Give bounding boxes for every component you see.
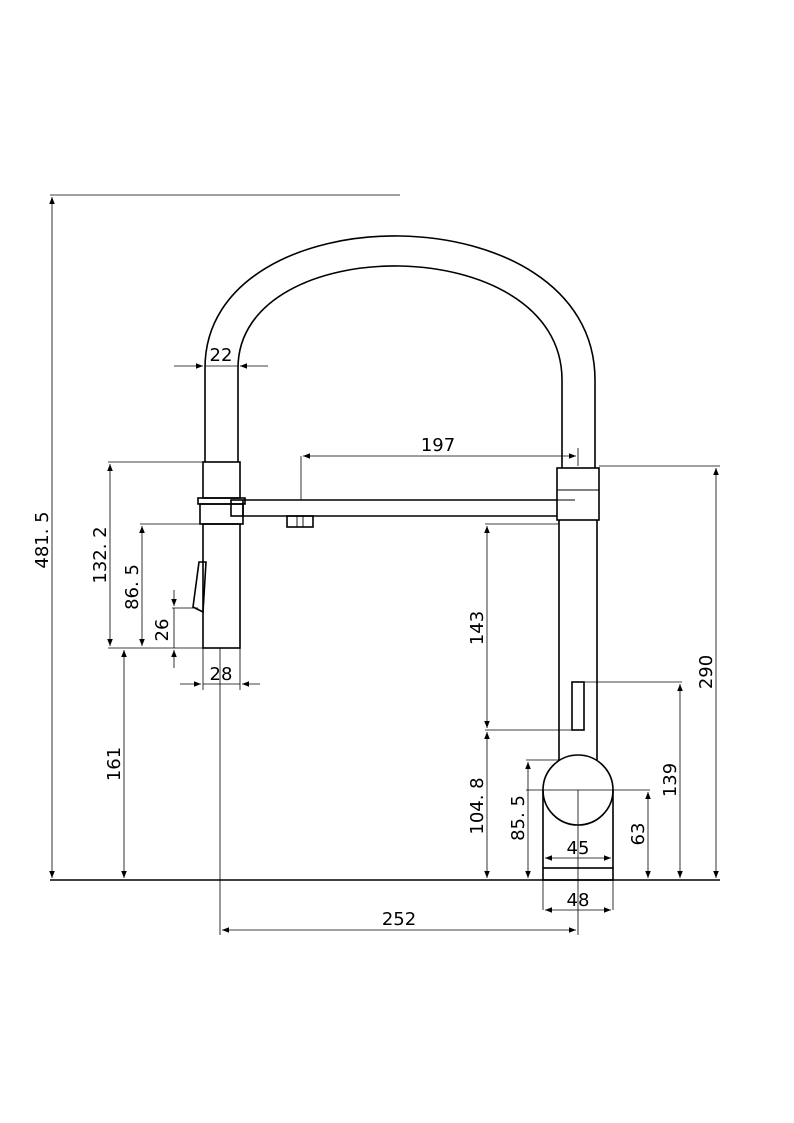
column-body [558, 520, 598, 760]
label-collar-height: 290 [696, 655, 717, 689]
spray-head-ring [197, 497, 246, 505]
label-total-height: 481. 5 [32, 511, 53, 568]
label-arm-reach: 197 [421, 435, 455, 456]
label-handle-center: 85. 5 [508, 795, 529, 841]
mixer-sides [542, 790, 614, 868]
spray-head-top [202, 461, 241, 499]
arm-clip [230, 499, 244, 517]
label-head-offset-top: 132. 2 [90, 526, 111, 583]
extension-lines [50, 194, 720, 935]
holder-arm [243, 499, 557, 517]
spray-head-collar [199, 503, 244, 525]
label-spout-reach: 252 [382, 909, 416, 930]
spray-head-body [202, 523, 241, 649]
tube-left [204, 368, 239, 462]
label-tube-diameter: 22 [210, 345, 233, 366]
spray-trigger [192, 561, 207, 614]
label-base-width: 48 [567, 890, 590, 911]
label-handle-pivot: 104. 8 [467, 777, 488, 834]
label-trigger-bottom: 26 [152, 619, 173, 642]
label-handle-top: 139 [660, 763, 681, 797]
arch-outer [204, 235, 596, 468]
label-body-width: 45 [567, 838, 590, 859]
label-head-diameter: 28 [210, 664, 233, 685]
arch-inner [237, 265, 563, 468]
label-arm-to-handle: 143 [467, 611, 488, 645]
label-body-center: 63 [628, 823, 649, 846]
handle-lever [571, 681, 585, 731]
dimension-lines [49, 197, 719, 933]
label-trigger-top: 86. 5 [122, 564, 143, 610]
faucet-outline [192, 235, 614, 881]
label-outlet-height: 161 [104, 747, 125, 781]
arm-nozzle [286, 515, 314, 528]
column-collar [556, 467, 600, 521]
dimension-labels: 481. 5 22 132. 2 86. 5 26 28 161 197 290… [32, 345, 717, 930]
